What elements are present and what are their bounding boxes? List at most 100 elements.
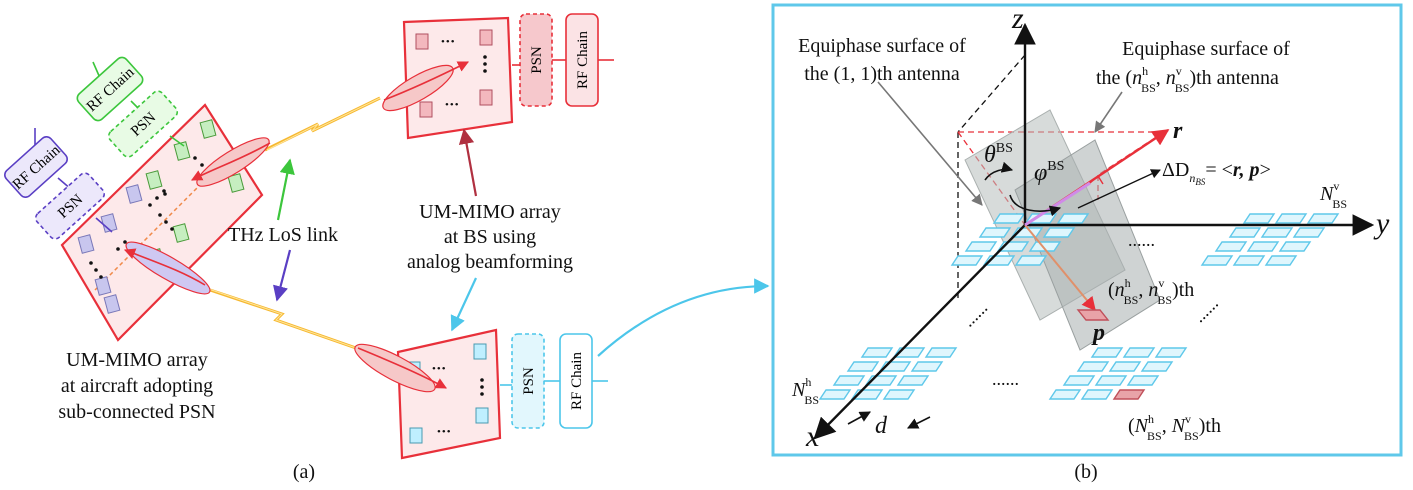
aircraft-array (60, 103, 271, 342)
axis-z-label: z (1011, 2, 1024, 35)
axis-x-line (813, 224, 1026, 440)
rf-chain-purple: RF Chain PSN (4, 128, 113, 240)
bs-array-upper: ••• ••• PSN RF Chain (382, 13, 614, 140)
antenna-cell (882, 389, 916, 400)
antenna-cell (818, 389, 852, 400)
antenna-cell (846, 361, 880, 372)
eqn-line1: Equiphase surface of (1122, 38, 1290, 60)
antenna-cell (1200, 255, 1234, 266)
delta-d-arrow (1077, 169, 1161, 209)
antenna-cell (1232, 255, 1266, 266)
bs-label-line3: analog beamforming (407, 251, 573, 273)
antenna-cell (896, 375, 930, 386)
axis-x-label: x (805, 420, 820, 453)
zoom-connector-arrow (597, 278, 770, 357)
antenna-cell (1014, 255, 1048, 266)
bs-arrow-red (458, 128, 478, 197)
vector-p-label: p (1091, 320, 1105, 346)
antenna-cell (1062, 375, 1096, 386)
delta-d-equation: ΔDnBS= <r, p> (1162, 159, 1271, 187)
bs-arrow-cyan (450, 277, 477, 332)
antenna-cell (1056, 213, 1090, 224)
bs-lower-dots-top: ••• (432, 363, 447, 375)
antenna-cell (1274, 213, 1308, 224)
eq11-line2: the (1, 1)th antenna (804, 63, 960, 85)
aircraft-label-line3: sub-connected PSN (58, 401, 215, 423)
antenna-cell (1094, 375, 1128, 386)
eqn-callout-arrow (1094, 91, 1123, 133)
phi-label: φBS (1034, 159, 1064, 186)
vector-r-label: r (1173, 118, 1183, 144)
antenna-cell (992, 213, 1026, 224)
rf-chain-cyan-label: RF Chain (569, 352, 585, 410)
panel-b: z y x Equiphase surface of the (1, 1)th … (771, 2, 1403, 483)
los-arrow-purple (273, 249, 292, 302)
antenna-cell (1042, 227, 1076, 238)
antenna-cell-last (1112, 389, 1146, 400)
projection-dashes (957, 54, 1026, 300)
antenna-cell (1214, 241, 1248, 252)
antenna-cell (832, 375, 866, 386)
antenna-p (1076, 309, 1110, 321)
projection-delta (1024, 181, 1091, 227)
dots-row3: ...... (992, 369, 1019, 389)
antenna-cell (1048, 389, 1082, 400)
antenna-cell (1292, 227, 1326, 238)
antenna-cell (1126, 375, 1160, 386)
los-arrow-green (276, 158, 295, 221)
eq11-callout-arrow (877, 81, 983, 206)
antenna-grid-cells (818, 213, 1340, 400)
thz-link-lower (194, 283, 357, 350)
antenna-cell (1264, 255, 1298, 266)
axis-y-label: y (1373, 207, 1390, 240)
antenna-cell (1306, 213, 1340, 224)
panel-a: RF Chain PSN RF Chain PSN ••• (4, 13, 770, 483)
caption-b: (b) (1074, 461, 1097, 483)
antenna-cell (1246, 241, 1280, 252)
dots-row1: ...... (1128, 230, 1155, 250)
bs-label-line1: UM-MIMO array (419, 201, 561, 223)
bs-upper-dots-top: ••• (441, 36, 456, 48)
antenna-cell (1228, 227, 1262, 238)
rf-chain-red-label: RF Chain (575, 31, 591, 89)
antenna-cell (1260, 227, 1294, 238)
antenna-cell (860, 347, 894, 358)
theta-arc (984, 161, 1014, 181)
antenna-cell (964, 241, 998, 252)
antenna-cell (978, 227, 1012, 238)
psn-red-label: PSN (529, 46, 545, 74)
spacing-d-label: d (875, 413, 888, 439)
aircraft-label-line1: UM-MIMO array (66, 349, 208, 371)
antenna-cell (1140, 361, 1174, 372)
antenna-cell (1122, 347, 1156, 358)
antenna-cell (1076, 361, 1110, 372)
antenna-cell (950, 255, 984, 266)
antenna-cell (1154, 347, 1188, 358)
antenna-cell (1080, 389, 1114, 400)
thz-link-upper (264, 96, 381, 152)
equiphase-plane-n (1014, 139, 1161, 351)
vector-p (1024, 224, 1096, 312)
eq11-line1: Equiphase surface of (798, 35, 966, 57)
antenna-cell (1090, 347, 1124, 358)
antenna-cell (910, 361, 944, 372)
caption-a: (a) (293, 461, 315, 483)
bs-label-line2: at BS using (444, 226, 536, 248)
bs-lower-dots-bottom: ••• (437, 426, 452, 438)
antenna-cell (1242, 213, 1276, 224)
antenna-cell (1108, 361, 1142, 372)
psn-cyan-label: PSN (521, 367, 537, 395)
bs-upper-antennas (415, 29, 493, 118)
bs-upper-dots-bottom: ••• (445, 99, 460, 111)
phi-arc (1009, 194, 1062, 217)
theta-label: θBS (984, 141, 1013, 168)
thz-los-label: THz LoS link (228, 224, 338, 246)
bs-array-lower: ••• ••• PSN RF Chain (354, 328, 608, 460)
beam-lobe-purple (125, 241, 211, 295)
